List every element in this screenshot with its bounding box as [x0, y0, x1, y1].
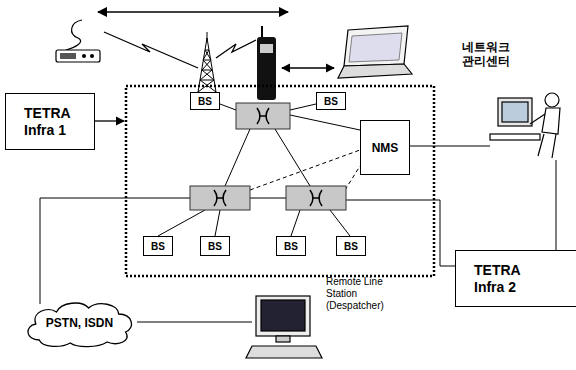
infra-arrow	[95, 120, 124, 121]
base-station: BS	[143, 236, 173, 256]
switch	[286, 186, 346, 210]
base-station: BS	[190, 92, 220, 110]
infra-line	[345, 200, 455, 266]
laptop-display	[349, 33, 402, 62]
computer-monitor	[256, 296, 310, 336]
handheld-body	[257, 37, 276, 100]
operator-link	[556, 160, 557, 250]
tower-mast	[207, 32, 208, 40]
nms-link	[250, 150, 360, 190]
base-station: BS	[336, 236, 366, 256]
computer-keyboard	[246, 346, 322, 358]
operator-legs	[538, 134, 556, 158]
radio-link	[216, 40, 256, 58]
infra-box: TETRA Infra 1	[5, 93, 95, 150]
radio-link	[104, 32, 198, 68]
node-text: BS	[151, 241, 165, 252]
nms-link	[410, 146, 490, 147]
workstation-desk	[490, 134, 540, 140]
handheld-antenna	[261, 26, 263, 38]
antenna-tower	[198, 32, 216, 92]
workstation-screen	[502, 102, 528, 122]
node-text: BS	[208, 241, 222, 252]
computer-screen	[261, 300, 305, 331]
bs-link	[291, 210, 300, 236]
switch-symbol	[310, 190, 322, 206]
pstn-line	[137, 322, 252, 323]
handheld-screen	[260, 44, 273, 53]
bs-link	[158, 210, 205, 236]
node-text: TETRA Infra 2	[474, 262, 534, 294]
laptop-screen	[344, 26, 408, 66]
nms-link	[345, 166, 360, 190]
switch-box	[236, 103, 290, 129]
antenna-wire	[66, 20, 82, 50]
switch-link	[225, 129, 250, 186]
switch	[190, 186, 250, 210]
computer-stand	[276, 336, 290, 342]
base-station: BS	[316, 92, 346, 110]
radio-knob	[82, 54, 86, 58]
dispatcher-computer	[246, 296, 322, 358]
radio-knob	[90, 54, 94, 58]
bs-link	[220, 104, 236, 110]
node-text: BS	[284, 241, 298, 252]
station-label: Remote Line Station (Despatcher)	[326, 276, 396, 312]
handheld-radio	[257, 26, 276, 100]
operator-head	[545, 93, 559, 107]
car-radio	[56, 50, 100, 62]
data-link-arrow	[282, 67, 334, 68]
bs-link	[215, 210, 220, 236]
switch-link	[275, 129, 310, 186]
node-text: BS	[324, 96, 338, 107]
cloud-outline	[28, 303, 132, 347]
network-cloud: PSTN, ISDN	[22, 298, 137, 348]
node-text: PSTN, ISDN	[46, 316, 113, 330]
nms-box: NMS	[360, 120, 410, 175]
switch-box	[286, 186, 346, 210]
radio-display	[60, 53, 76, 59]
node-text: NMS	[372, 141, 399, 155]
node-text: BS	[198, 96, 212, 107]
center-label: 네트워크 관리센터	[462, 40, 524, 69]
laptop-keyboard	[338, 64, 412, 78]
infra-box: TETRA Infra 2	[455, 250, 576, 307]
base-station: BS	[200, 236, 230, 256]
switch-symbol	[214, 190, 226, 206]
laptop	[338, 26, 412, 78]
switch-box	[190, 186, 250, 210]
label-text: Remote Line Station (Despatcher)	[326, 276, 396, 312]
range-arrow	[98, 11, 288, 13]
switch-symbol	[257, 108, 269, 124]
bs-link	[330, 210, 350, 236]
network-region	[126, 86, 434, 276]
network-links	[40, 104, 455, 322]
base-station: BS	[276, 236, 306, 256]
switch	[236, 103, 290, 129]
node-text: TETRA Infra 1	[24, 105, 84, 137]
workstation-monitor	[498, 98, 532, 126]
switch-link	[250, 198, 286, 199]
operator-arm	[530, 114, 545, 124]
operator-workstation	[490, 93, 560, 158]
node-text: BS	[344, 241, 358, 252]
nms-link	[290, 115, 360, 130]
operator-body	[542, 108, 560, 134]
label-text: 네트워크 관리센터	[462, 40, 524, 69]
bs-link	[290, 104, 316, 110]
pstn-line	[40, 198, 190, 304]
